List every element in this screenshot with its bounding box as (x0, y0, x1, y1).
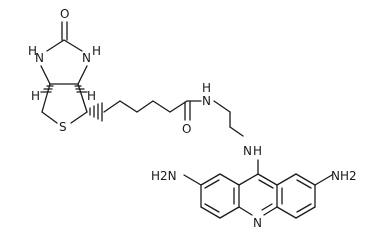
atom-thiophane-s: S (59, 120, 67, 134)
bond-layer (40, 21, 333, 219)
atom-amine-n: N (243, 144, 252, 158)
bond-c4a-n (238, 206, 253, 216)
bond-chain-1 (103, 100, 121, 113)
bond-c1-c2-inner (204, 179, 220, 189)
atom-amine-h: H (253, 144, 262, 158)
atom-urea-h-left: H (28, 44, 37, 58)
atom-urea-n-left: N (35, 51, 44, 65)
bond-n-left-ch (40, 65, 51, 85)
bond-urea-c-n-left (46, 39, 65, 52)
bond-c6-c5-inner (296, 203, 312, 213)
bond-s-ch (70, 111, 88, 124)
bond-urea-c-n-right (63, 39, 83, 52)
atom-left-amine: H2N (151, 169, 177, 183)
bond-n-right-ch (77, 65, 88, 85)
atom-stereo-h-left: H (31, 89, 40, 103)
bond-c9-c8a-inner (258, 179, 274, 189)
bond-c9-c8a (257, 173, 278, 186)
atom-amide-h: H (202, 81, 211, 95)
atom-amide-o: O (182, 122, 191, 136)
bond-c4-c4a (219, 206, 240, 219)
bond-c7-nh2 (314, 174, 333, 186)
bond-c9-c9a (238, 173, 259, 186)
bond-chain-2 (119, 100, 138, 113)
bond-chain-3 (136, 100, 154, 113)
bond-c8-c7-inner (296, 179, 312, 189)
bond-ch-ch2-left (41, 83, 51, 113)
atom-urea-n-right: N (82, 51, 91, 65)
bond-ch2-s (41, 111, 58, 124)
atom-label-layer: O H N N H H H S N H O N H H2N NH2 N (28, 7, 357, 230)
bond-c1-c2 (200, 173, 221, 186)
atom-amide-n: N (202, 94, 211, 108)
bond-chain-4 (152, 100, 171, 113)
atom-stereo-h-right: H (87, 89, 96, 103)
bond-c3-c4-inner (204, 203, 220, 213)
bond-c10a-n (263, 206, 278, 216)
atom-ring-n: N (253, 216, 262, 230)
atom-carbonyl-o: O (60, 7, 69, 21)
stereo-hash-chain (89, 102, 103, 122)
bond-c8a-c8 (276, 173, 297, 186)
bond-ch-ch-right (77, 83, 88, 113)
bond-c2-nh2 (183, 174, 202, 186)
bond-c5-c10a (276, 206, 297, 219)
bond-chain-5 (169, 100, 188, 113)
atom-urea-h-right: H (92, 44, 101, 58)
bond-c6-c5 (295, 206, 316, 219)
bond-ch2-nh (229, 126, 244, 137)
stereo-hash-left (40, 85, 54, 93)
bond-n-ch2 (213, 100, 231, 113)
atom-right-amine: NH2 (331, 169, 357, 183)
stereo-hash-right (74, 85, 88, 93)
bond-c9a-c1 (219, 173, 240, 186)
bond-c10a-n-inner (261, 203, 273, 211)
bond-c8-c7 (295, 173, 316, 186)
bond-c3-c4 (200, 206, 221, 219)
